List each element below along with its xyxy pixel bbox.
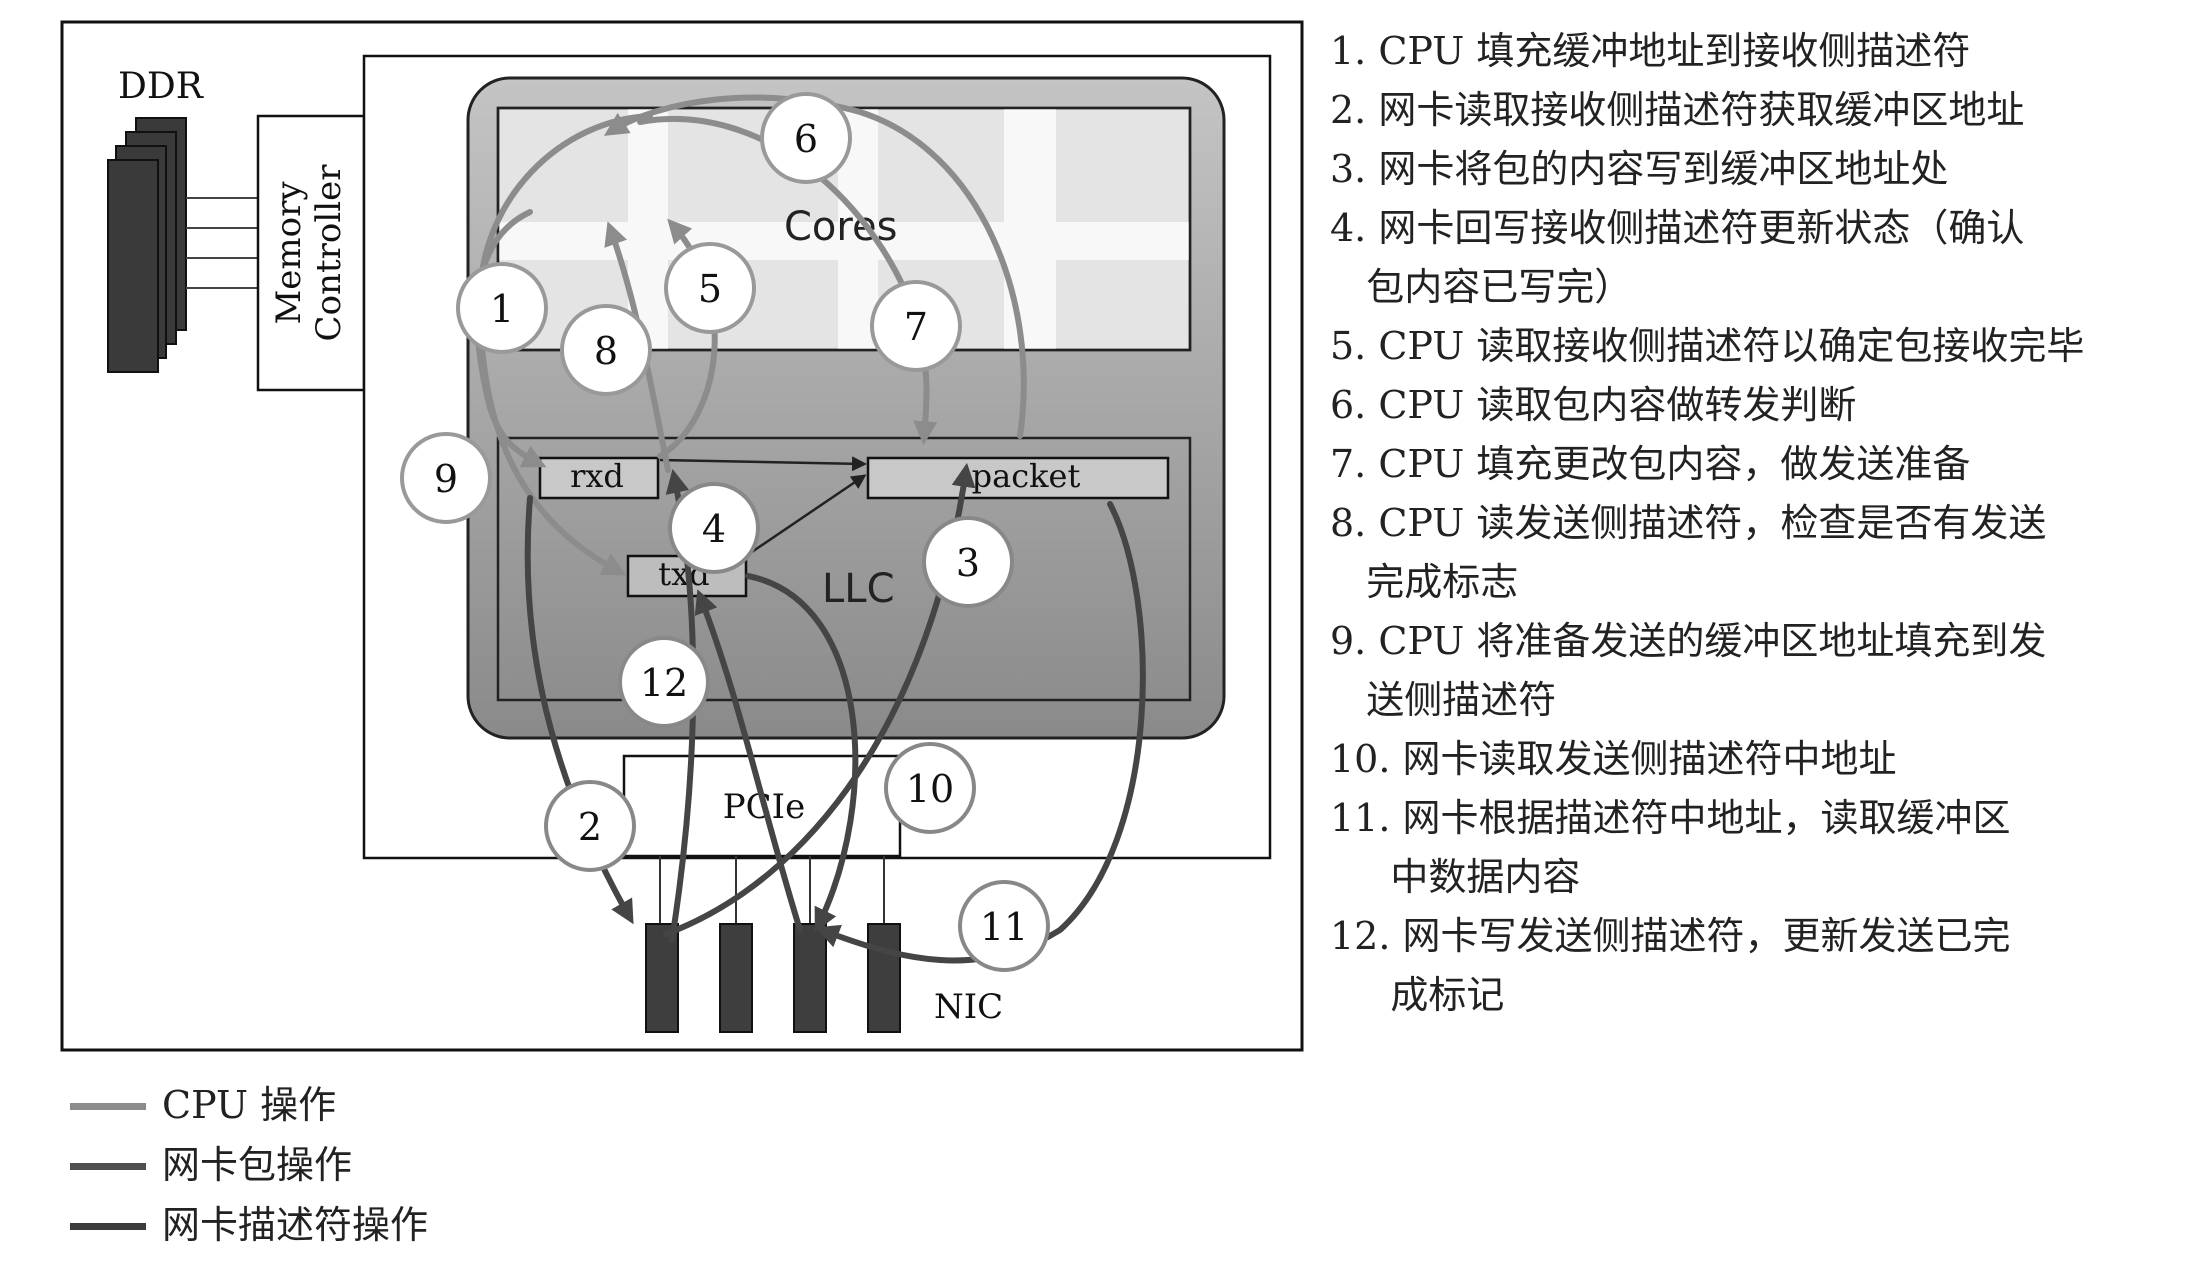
step-marker-11: 11 <box>958 880 1050 972</box>
svg-text:1: 1 <box>490 287 514 331</box>
step-marker-4: 4 <box>668 482 760 574</box>
svg-text:2: 2 <box>578 805 602 849</box>
step-description-2: 2. 网卡读取接收侧描述符获取缓冲区地址 <box>1330 88 2025 132</box>
svg-text:8: 8 <box>594 329 618 373</box>
step-marker-2: 2 <box>544 780 636 872</box>
dpdk-packet-flow-diagram: DDR Memory Controller Cores LLC rxd txd … <box>60 20 1304 1052</box>
step-marker-8: 8 <box>560 304 652 396</box>
step-marker-7: 7 <box>870 280 962 372</box>
svg-text:6: 6 <box>794 117 818 161</box>
llc-label: LLC <box>822 566 895 612</box>
svg-text:11: 11 <box>980 905 1028 949</box>
step-description-3: 3. 网卡将包的内容写到缓冲区地址处 <box>1330 147 1949 191</box>
step-marker-6: 6 <box>760 92 852 184</box>
legend-swatch-nic-packet <box>70 1163 146 1170</box>
step-markers: 1 2 3 4 5 6 7 8 9 10 11 12 <box>400 92 1050 972</box>
ddr-label: DDR <box>118 66 204 107</box>
pcie-nic-links <box>659 856 885 924</box>
step-description-6: 6. CPU 读取包内容做转发判断 <box>1330 383 1857 427</box>
legend-label-nic-descriptor: 网卡描述符操作 <box>162 1203 429 1247</box>
step-description-11: 11. 网卡根据描述符中地址，读取缓冲区 中数据内容 <box>1330 796 2011 899</box>
memory-controller-label-1: Memory <box>269 181 309 325</box>
step-description-8: 8. CPU 读发送侧描述符，检查是否有发送 完成标志 <box>1330 501 2047 604</box>
svg-text:4: 4 <box>702 507 726 551</box>
svg-text:12: 12 <box>640 661 688 705</box>
step-description-7: 7. CPU 填充更改包内容，做发送准备 <box>1330 442 1971 486</box>
memory-bus-lines <box>186 197 258 289</box>
step-marker-9: 9 <box>400 432 492 524</box>
step-description-9: 9. CPU 将准备发送的缓冲区地址填充到发 送侧描述符 <box>1330 619 2047 722</box>
step-list: 1. CPU 填充缓冲地址到接收侧描述符 2. 网卡读取接收侧描述符获取缓冲区地… <box>1330 22 2190 1025</box>
svg-text:5: 5 <box>698 267 722 311</box>
rxd-label: rxd <box>570 457 624 495</box>
step-marker-3: 3 <box>922 516 1014 608</box>
step-description-5: 5. CPU 读取接收侧描述符以确定包接收完毕 <box>1330 324 2085 368</box>
step-description-12: 12. 网卡写发送侧描述符，更新发送已完 成标记 <box>1330 914 2011 1017</box>
packet-buffer <box>866 456 1170 500</box>
packet-label: packet <box>972 457 1081 495</box>
rxd-descriptor <box>538 456 660 500</box>
svg-text:3: 3 <box>956 541 980 585</box>
ddr-modules <box>107 117 187 373</box>
txd-to-packet-arrow <box>739 474 867 562</box>
legend-label-cpu: CPU 操作 <box>162 1083 337 1127</box>
legend-label-nic-packet: 网卡包操作 <box>162 1143 353 1187</box>
memory-controller-label-2: Controller <box>309 164 349 342</box>
llc-region <box>496 436 1192 702</box>
svg-text:10: 10 <box>906 767 954 811</box>
memory-controller <box>256 114 366 392</box>
step-marker-1: 1 <box>456 262 548 354</box>
legend-swatch-nic-descriptor <box>70 1223 146 1230</box>
rxd-to-packet-arrow <box>659 456 867 472</box>
step-description-1: 1. CPU 填充缓冲地址到接收侧描述符 <box>1330 29 1971 73</box>
legend-swatch-cpu <box>70 1103 146 1110</box>
step-marker-12: 12 <box>618 636 710 728</box>
step-marker-10: 10 <box>884 742 976 834</box>
step-description-4: 4. 网卡回写接收侧描述符更新状态（确认 包内容已写完） <box>1330 206 2025 309</box>
step-marker-5: 5 <box>664 242 756 334</box>
svg-text:7: 7 <box>904 305 928 349</box>
nic-ports <box>645 923 901 1033</box>
nic-label: NIC <box>934 987 1003 1027</box>
step-description-10: 10. 网卡读取发送侧描述符中地址 <box>1330 737 1897 781</box>
svg-text:9: 9 <box>434 457 458 501</box>
